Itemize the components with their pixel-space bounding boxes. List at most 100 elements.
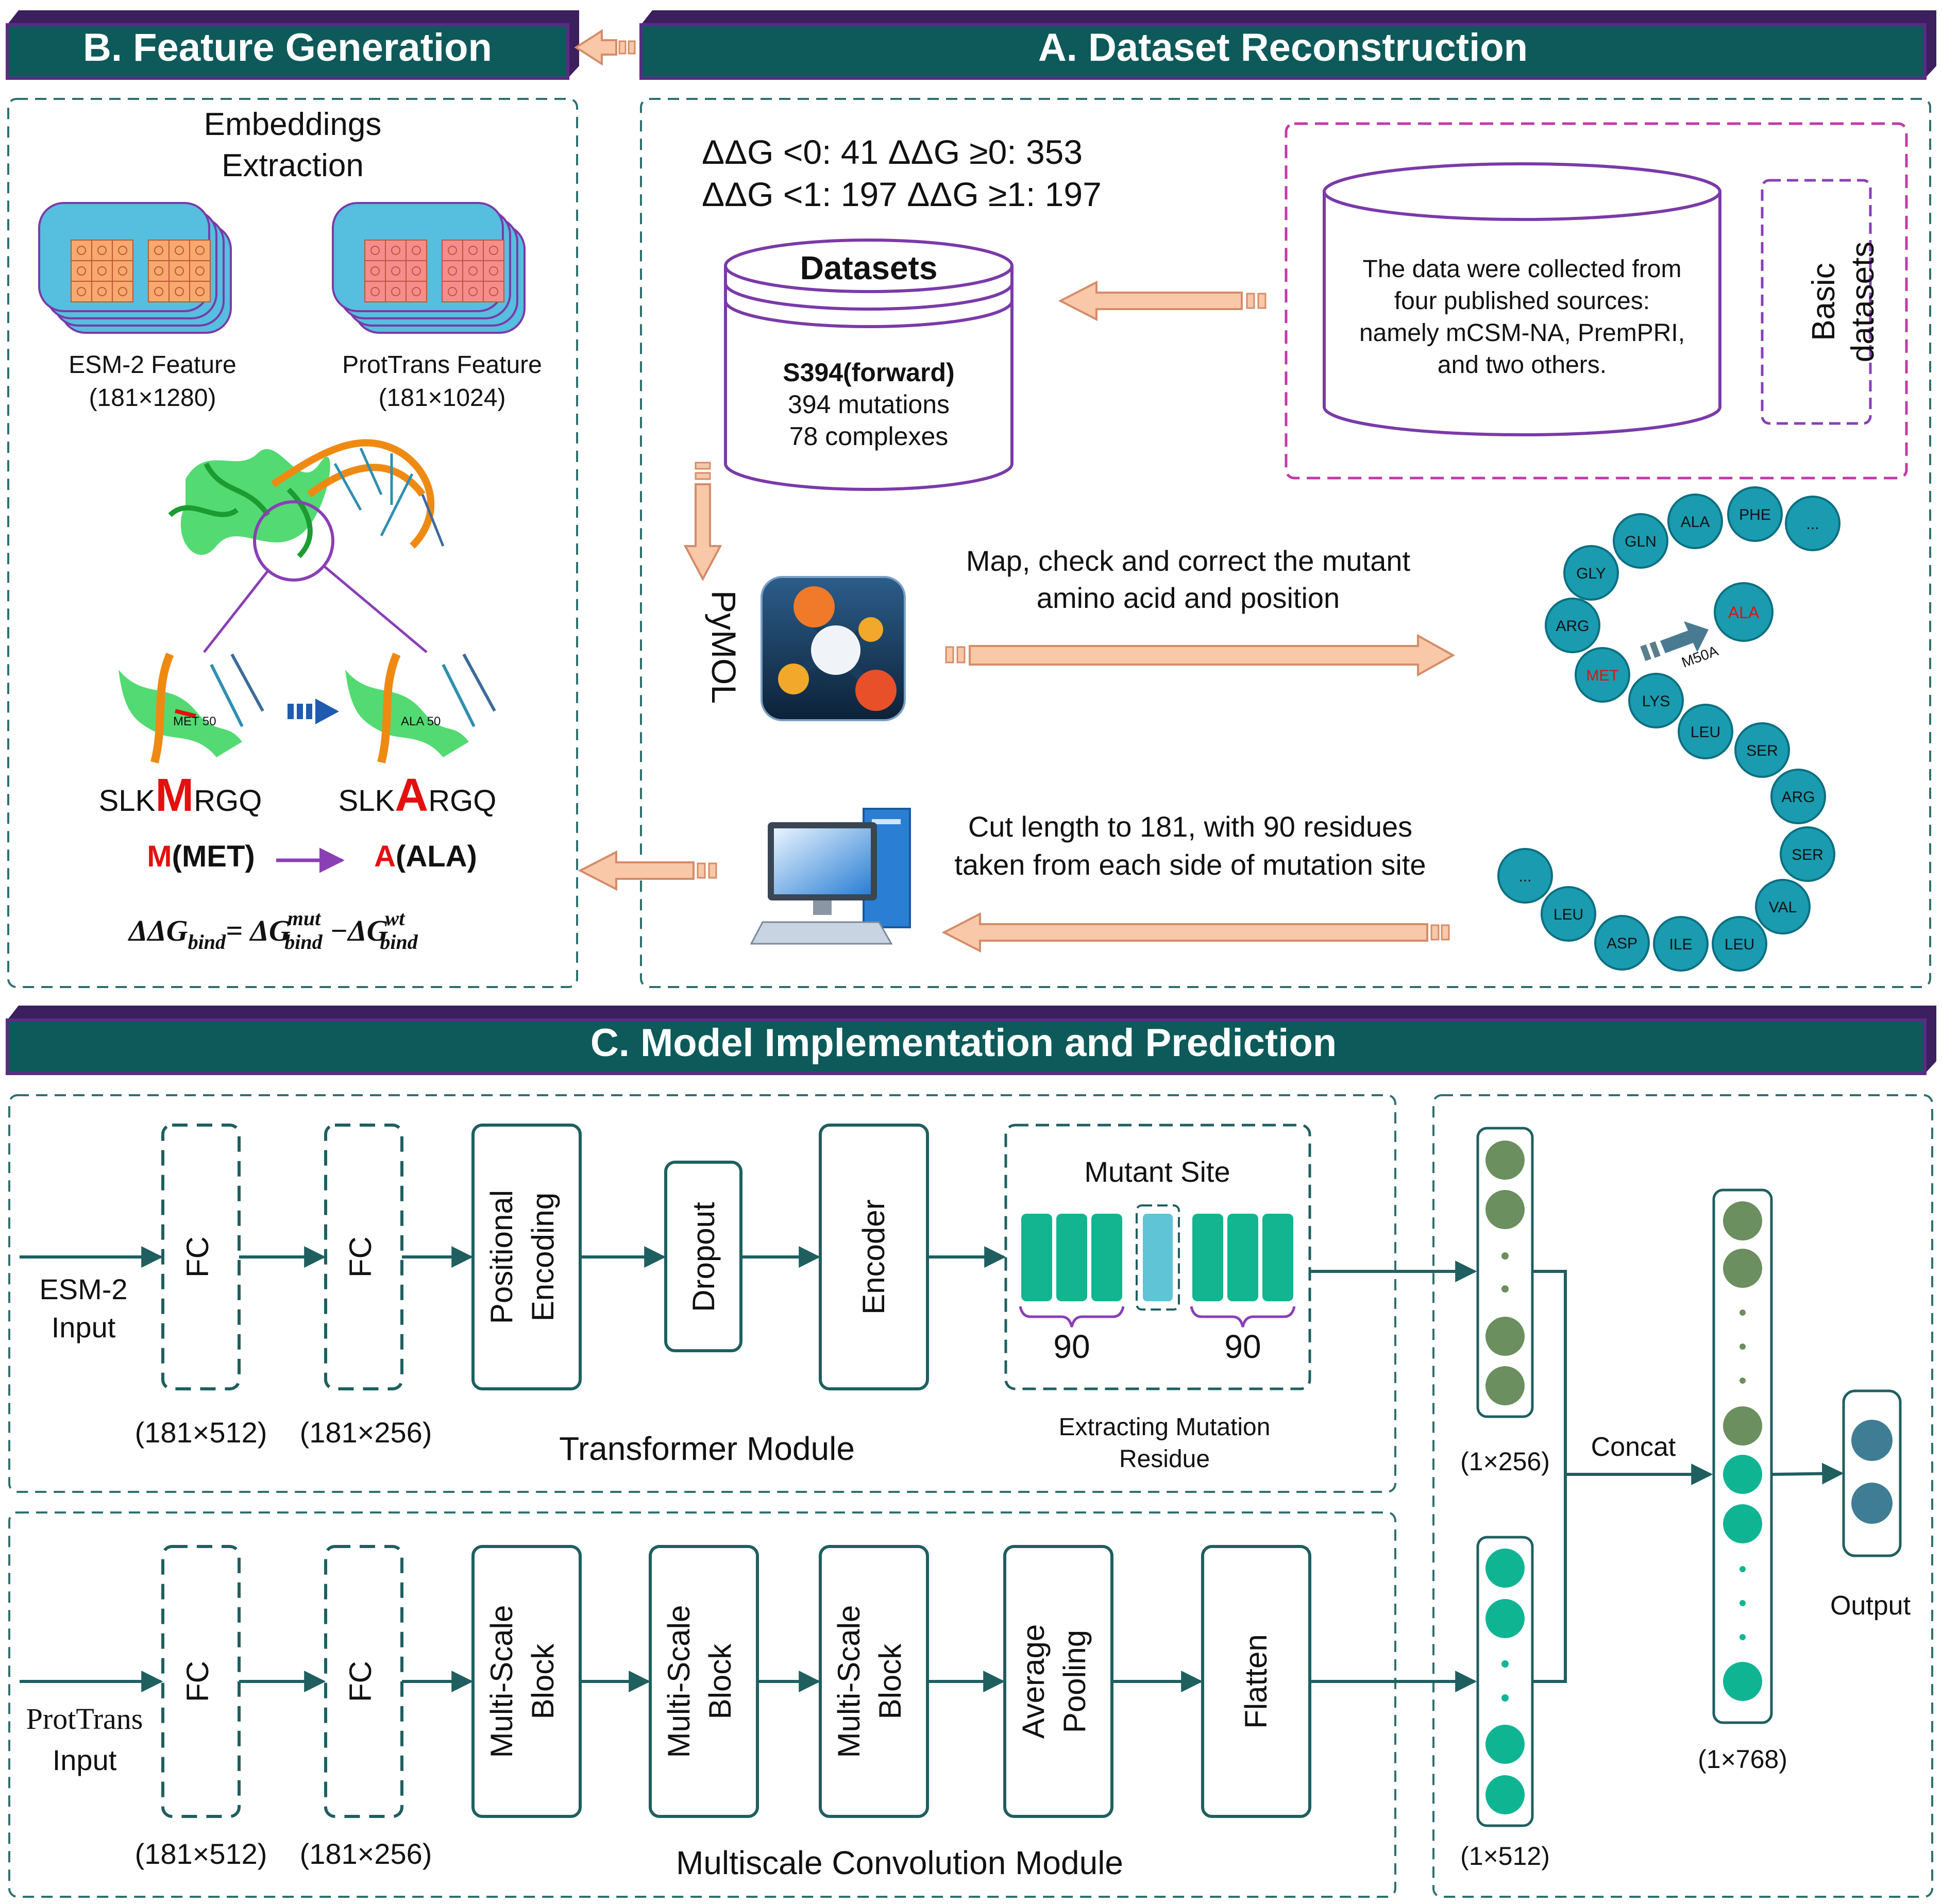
fc-block-1: FC [161,1124,241,1390]
header-c-title: C. Model Implementation and Prediction [590,1021,1337,1065]
vector-768-label: (1×768) [1698,1745,1787,1774]
esm2-feature-stack [38,202,232,334]
cut-text-2: taken from each side of mutation site [954,848,1426,881]
fc1-dim-bottom: (181×512) [135,1838,267,1870]
svg-text:Multi-Scale: Multi-Scale [662,1605,696,1758]
residue-node: GLN [1613,513,1668,569]
prottrans-feature-label: ProtTrans Feature [342,351,542,379]
residue-label: LEU [1553,906,1583,923]
mutation-arrow: M50A [1640,621,1720,671]
residue-label: ... [1518,868,1531,885]
embed-title-1: Embeddings [204,107,382,142]
fc-block-2: FC [324,1124,403,1390]
residue-node: ... [1785,496,1840,551]
basic-datasets-label-1: Basic [1806,263,1842,341]
residue-label: VAL [1769,899,1797,916]
residue-node: SER [1734,722,1790,778]
svg-text:Encoding: Encoding [526,1193,560,1321]
average-pooling-block: Average Pooling [1003,1545,1113,1818]
vector-256-label: (1×256) [1460,1447,1550,1476]
mutant-site-extraction: Mutant Site 90 90 [1004,1124,1311,1390]
residue-node: VAL [1755,879,1811,934]
map-text-2: amino acid and position [1037,582,1340,614]
vector-512 [1476,1536,1534,1827]
residue-label: LEU [1691,724,1720,741]
esm2-input-label-1: ESM-2 [39,1273,127,1305]
esm2-feature-label: ESM-2 Feature [69,351,236,379]
residue-node: ALA [1667,494,1723,549]
residue-label: GLN [1625,533,1657,550]
multi-scale-block-1: Multi-Scale Block [471,1545,582,1818]
embed-title-2: Extraction [222,148,364,183]
arrow-pymol-to-sequence [945,634,1456,677]
mutation-dotted-arrow [288,699,339,724]
prottrans-input-label-1: ProtTrans [26,1702,143,1736]
arrow-datasets-to-pymol [683,462,722,582]
output-layer [1842,1389,1902,1557]
residue-label: ... [1806,516,1819,533]
cut-text-1: Cut length to 181, with 90 residues [968,810,1412,843]
basic-datasets-label-2: datasets [1845,242,1881,362]
residue-node: SER [1780,826,1835,882]
protein-rna-structure [168,439,445,653]
residue-label: ASP [1607,935,1637,952]
prottrans-feature-dim: (181×1024) [379,384,506,412]
wildtype-site-label: MET 50 [173,715,216,728]
arrow-sources-to-datasets [1058,280,1266,321]
fc2-dim-top: (181×256) [300,1416,432,1449]
mutant-site-label: ALA 50 [401,715,441,728]
mutant-residue-label: ALA [1728,603,1760,622]
residue-node: GLY [1563,545,1619,601]
residue-label: SER [1792,846,1823,863]
residue-node: ILE [1653,916,1709,972]
multiscale-module-border [8,1511,1396,1898]
svg-text:Multi-Scale: Multi-Scale [484,1605,519,1758]
residue-label: ILE [1669,936,1692,953]
residue-node: LEU [1678,704,1733,759]
source-line-1: The data were collected from [1363,256,1682,283]
residue-label: PHE [1739,506,1771,523]
arrow-computer-to-features [578,850,717,891]
encoder-block: Encoder [819,1124,929,1390]
header-b-title: B. Feature Generation [83,26,492,70]
residue-label: SER [1746,742,1778,759]
concat-label: Concat [1591,1432,1676,1462]
transformer-module-border [8,1094,1396,1493]
map-text-1: Map, check and correct the mutant [966,545,1411,577]
header-arrow-a-to-b [574,29,636,66]
wildtype-residue: M(MET) [147,840,255,873]
prediction-border [1432,1094,1933,1898]
basic-datasets-box [1761,179,1872,425]
extract-label-2: Residue [1119,1446,1210,1473]
header-a-title: A. Dataset Reconstruction [1038,26,1528,70]
mutation-tag: M50A [1679,642,1720,670]
panel-a-border [640,98,1931,988]
mutant-site-illustration: ALA 50 [345,652,496,763]
residue-label: MET [1586,667,1618,684]
svg-text:FC: FC [180,1661,215,1702]
stats-line-1: ΔΔG <0: 41 ΔΔG ≥0: 353 [702,133,1083,171]
residue-label: ARG [1556,618,1589,635]
fc2-dim-bottom: (181×256) [300,1838,432,1870]
svg-text:Positional: Positional [484,1190,519,1324]
computer-icon [750,808,911,945]
residue-label: GLY [1576,565,1606,582]
svg-text:Average: Average [1016,1624,1051,1739]
source-cylinder: The data were collected from four publis… [1323,162,1721,436]
wildtype-sequence: SLKMRGQ [99,770,262,821]
residue-label: LYS [1642,693,1670,710]
svg-text:Block: Block [873,1643,907,1720]
multiscale-module-label: Multiscale Convolution Module [676,1844,1123,1881]
residue-label: ALA [1681,514,1710,531]
flatten-block: Flatten [1201,1545,1311,1818]
concat-connector [1532,1270,1713,1683]
residue-label: LEU [1725,936,1754,953]
output-label: Output [1830,1591,1911,1621]
dropout-block: Dropout [664,1161,742,1352]
residue-node: PHE [1727,486,1783,542]
vector-256 [1476,1127,1534,1418]
wildtype-site-illustration: MET 50 [119,652,264,763]
